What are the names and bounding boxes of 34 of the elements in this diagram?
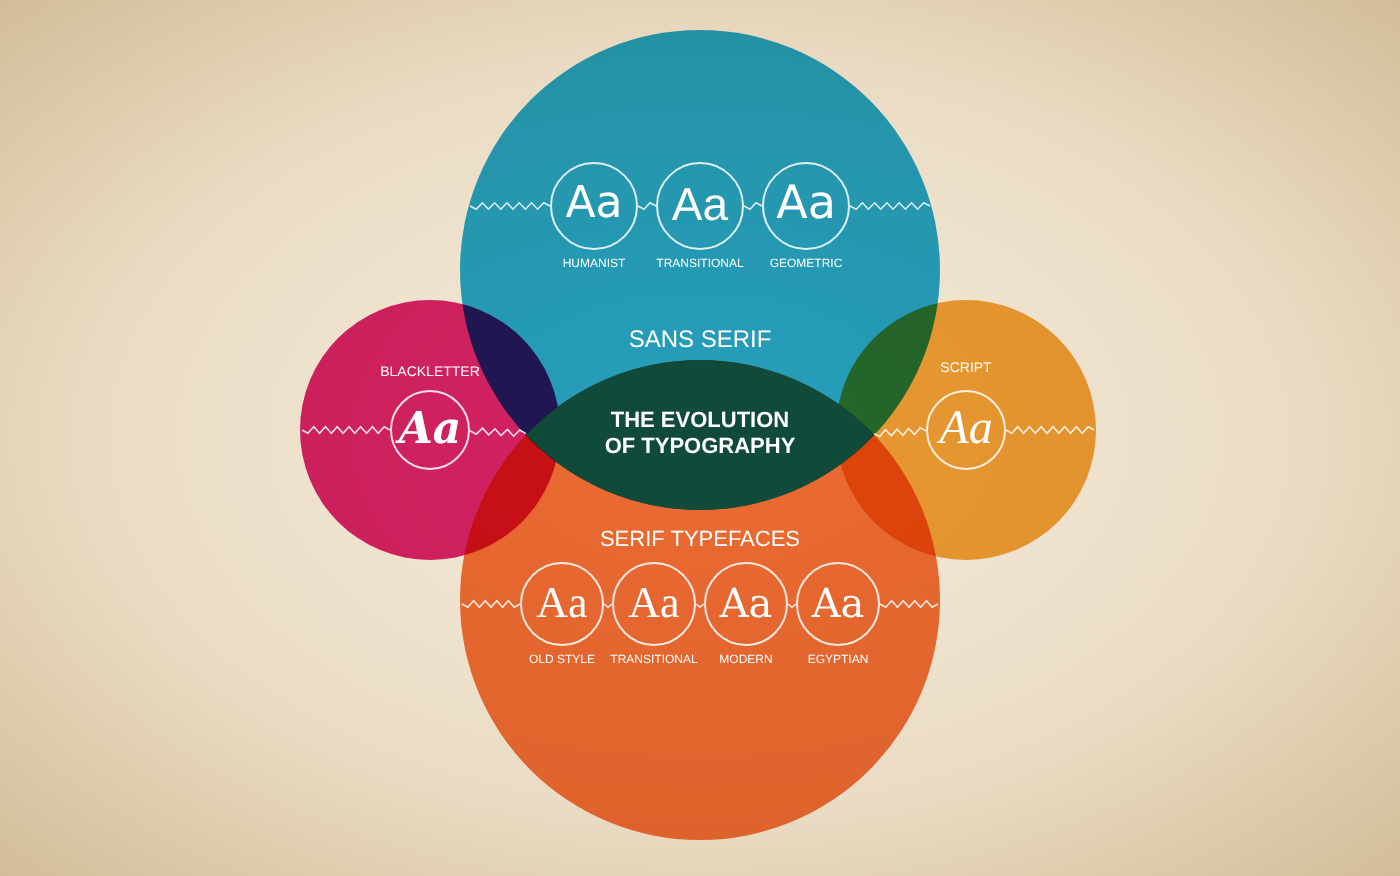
wavy-line (469, 427, 527, 438)
wavy-line (461, 599, 521, 609)
specimen-glyph: Aa (776, 182, 836, 229)
wavy-line (743, 201, 763, 211)
specimen-glyph: Aa (719, 583, 773, 624)
specimen-glyph: Aa (671, 182, 729, 229)
wavy-line (879, 599, 939, 609)
specimen-circle (612, 562, 696, 646)
category-heading: SANS SERIF (628, 326, 772, 354)
wavy-line (849, 201, 931, 211)
specimen-circle (926, 390, 1006, 470)
specimen-circle (520, 562, 604, 646)
category-heading: SERIF TYPEFACES (599, 527, 801, 553)
wavy-line (695, 603, 705, 609)
wavy-line (873, 426, 927, 438)
specimen-circle (796, 562, 880, 646)
wavy-line (603, 603, 613, 609)
wavy-line (469, 201, 551, 211)
specimen-glyph: Aa (565, 183, 623, 228)
specimen-circle (656, 162, 744, 250)
specimen-glyph: Aa (628, 581, 680, 626)
title-text: THE EVOLUTION OF TYPOGRAPHY (602, 407, 798, 463)
specimen-glyph: Aa (536, 581, 588, 626)
specimen-circle (704, 562, 788, 646)
wavy-line (787, 603, 797, 609)
specimen-circle (390, 390, 470, 470)
specimen-glyph: Aa (398, 407, 462, 452)
specimen-glyph: Aa (811, 583, 865, 624)
specimen-glyph: Aa (939, 405, 993, 454)
wavy-line (1005, 425, 1095, 435)
specimen-circle (550, 162, 638, 250)
wavy-line (301, 425, 391, 435)
specimen-circle (762, 162, 850, 250)
wavy-line (637, 201, 657, 211)
